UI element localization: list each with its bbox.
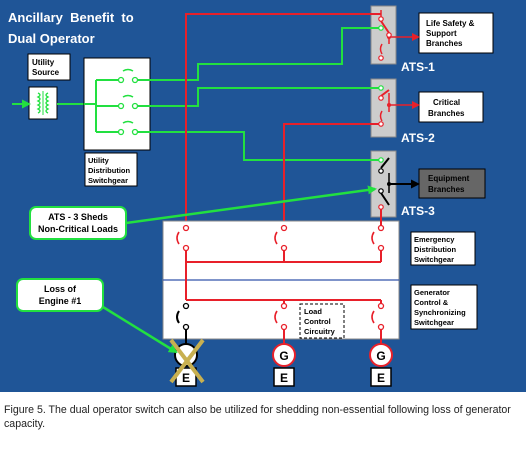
diagram-title-line2: Dual Operator — [8, 31, 95, 46]
utility-source-line1: Utility — [32, 58, 55, 67]
ats-2-label: ATS-2 — [401, 131, 435, 145]
engine-2-label: E — [280, 371, 288, 385]
diagram-title-line1: Ancillary Benefit to — [8, 10, 134, 25]
normal-feeder-ats-1 — [150, 27, 381, 81]
transformer-icon — [28, 86, 58, 120]
load-life-safety-line1: Life Safety & — [426, 19, 475, 28]
callout-sheds-line2: Non-Critical Loads — [38, 224, 118, 234]
generator-1-failed: E — [169, 338, 205, 387]
load-box-critical — [418, 91, 484, 123]
callout-sheds-arrow — [125, 185, 377, 225]
engine-3-label: E — [377, 371, 385, 385]
utility-switchgear-line1: Utility — [88, 156, 110, 165]
callout-loss-box — [16, 278, 104, 312]
utility-switchgear-line3: Switchgear — [88, 176, 128, 185]
emergency-breaker-2 — [274, 224, 288, 262]
generator-breaker-2 — [274, 300, 288, 344]
emergency-feeder-ats-1 — [185, 13, 381, 226]
generator-switchgear-line1: Generator — [414, 288, 450, 297]
load-control-box — [299, 303, 345, 339]
load-control-line1: Load — [304, 307, 322, 316]
ats-1-label: ATS-1 — [401, 60, 435, 74]
generator-switchgear-line3: Synchronizing — [414, 308, 466, 317]
generator-3-g: G — [376, 349, 385, 363]
utility-source-box — [27, 53, 71, 81]
emergency-feeder-ats-2 — [283, 123, 381, 226]
load-life-safety-line3: Branches — [426, 39, 463, 48]
emergency-switchgear-line1: Emergency — [414, 235, 455, 244]
generator-switchgear-line2: Control & — [414, 298, 449, 307]
ats-3-switch — [378, 157, 390, 210]
utility-breaker-3 — [96, 120, 150, 136]
normal-feeder-ats-3 — [150, 131, 381, 161]
callout-loss-line1: Loss of — [44, 284, 77, 294]
load-critical-line2: Branches — [428, 109, 465, 118]
utility-switchgear-label-box — [84, 152, 138, 187]
load-equipment-line1: Equipment — [428, 174, 470, 183]
emergency-breaker-1 — [176, 224, 190, 262]
engine-1-label: E — [182, 371, 190, 385]
utility-switchgear-line2: Distribution — [88, 166, 130, 175]
utility-breaker-1 — [96, 68, 150, 84]
emergency-switchgear-line2: Distribution — [414, 245, 456, 254]
load-life-safety-line2: Support — [426, 29, 457, 38]
ats-2-switch — [378, 85, 390, 127]
generator-2: G E — [272, 343, 296, 387]
callout-loss-line2: Engine #1 — [39, 296, 82, 306]
emergency-switchgear-line3: Switchgear — [414, 255, 454, 264]
ats-3-label: ATS-3 — [401, 204, 435, 218]
generator-switchgear-label-box — [410, 284, 478, 330]
normal-feeder-ats-2 — [150, 87, 381, 107]
callout-loss-arrow — [102, 305, 178, 354]
emergency-breaker-3 — [371, 224, 385, 262]
emergency-switchgear-label-box — [410, 231, 476, 266]
ats-1-box — [370, 5, 397, 65]
figure-caption: Figure 5. The dual operator switch can a… — [4, 404, 511, 430]
generator-switchgear-line4: Switchgear — [414, 318, 454, 327]
load-box-equipment — [418, 168, 486, 199]
ats-1-switch — [378, 10, 392, 61]
generator-2-g: G — [279, 349, 288, 363]
utility-source-line2: Source — [32, 68, 60, 77]
load-box-life-safety — [418, 12, 494, 54]
load-control-line2: Control — [304, 317, 331, 326]
callout-sheds-line1: ATS - 3 Sheds — [48, 212, 108, 222]
load-critical-line1: Critical — [433, 98, 460, 107]
load-control-line3: Circuitry — [304, 327, 336, 336]
generator-breaker-1 — [176, 302, 190, 344]
utility-breaker-2 — [96, 94, 150, 110]
generator-breaker-3 — [371, 300, 385, 344]
load-equipment-line2: Branches — [428, 185, 465, 194]
one-line-diagram: Ancillary Benefit to Dual Operator ATS-1… — [0, 0, 526, 392]
generator-3: G E — [369, 343, 393, 387]
